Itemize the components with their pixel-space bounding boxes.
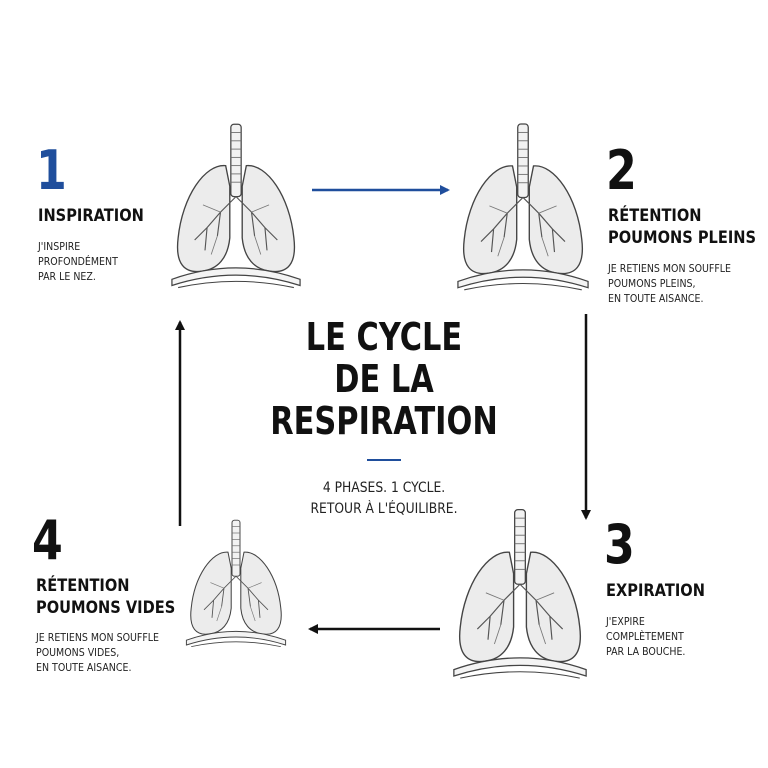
full-lungs-icon [457,123,589,291]
phase-1-desc-line: PROFONDÉMENT [38,256,118,268]
phase-4-title-line: RÉTENTION [36,576,130,596]
phase-4-title-line: POUMONS VIDES [36,598,176,618]
empty-lungs-icon [185,519,287,648]
phase-4-number: 4 [32,509,63,572]
phase-4-description: JE RETIENS MON SOUFFLE POUMONS VIDES, EN… [36,631,159,676]
phase-1-number: 1 [36,139,67,202]
title-divider [367,459,401,461]
phase-1-title-line: INSPIRATION [38,206,144,226]
phase-4-desc-line: EN TOUTE AISANCE. [36,662,132,674]
phase-3-title: EXPIRATION [606,580,705,602]
phase-3-number: 3 [604,513,635,576]
inflating-lungs-icon [171,123,301,289]
phase-2-title-line: RÉTENTION [608,206,702,226]
phase-2-description: JE RETIENS MON SOUFFLE POUMONS PLEINS, E… [608,262,731,307]
phase-3-title-line: EXPIRATION [606,581,705,601]
phase-2-title-line: POUMONS PLEINS [608,228,757,248]
diagram-title-line: RESPIRATION [270,399,498,443]
phase-4-desc-line: POUMONS VIDES, [36,647,120,659]
diagram-title-line: LE CYCLE [305,315,463,359]
diagram-subtitle-line: RETOUR À L'ÉQUILIBRE. [310,501,458,517]
phase-2-desc-line: JE RETIENS MON SOUFFLE [608,263,732,275]
phase-3-desc-line: PAR LA BOUCHE. [606,646,686,658]
phase-2-title: RÉTENTION POUMONS PLEINS [608,205,756,249]
phase-3-desc-line: COMPLÈTEMENT [606,631,684,643]
diagram-subtitle-line: 4 PHASES. 1 CYCLE. [322,480,446,496]
phase-4-desc-line: JE RETIENS MON SOUFFLE [36,632,160,644]
phase-3-description: J'EXPIRE COMPLÈTEMENT PAR LA BOUCHE. [606,615,685,660]
exhaling-lungs-icon [453,508,587,679]
phase-1-title: INSPIRATION [38,205,144,227]
diagram-subtitle: 4 PHASES. 1 CYCLE. RETOUR À L'ÉQUILIBRE. [234,478,534,520]
phase-4-title: RÉTENTION POUMONS VIDES [36,575,175,619]
phase-1-description: J'INSPIRE PROFONDÉMENT PAR LE NEZ. [38,240,118,285]
phase-2-desc-line: POUMONS PLEINS, [608,278,696,290]
phase-1-desc-line: PAR LE NEZ. [38,271,96,283]
diagram-title: LE CYCLE DE LA RESPIRATION [234,316,534,442]
phase-2-desc-line: EN TOUTE AISANCE. [608,293,704,305]
phase-2-number: 2 [606,139,637,202]
phase-3-desc-line: J'EXPIRE [606,616,645,628]
diagram-title-line: DE LA [334,357,434,401]
phase-1-desc-line: J'INSPIRE [38,241,81,253]
